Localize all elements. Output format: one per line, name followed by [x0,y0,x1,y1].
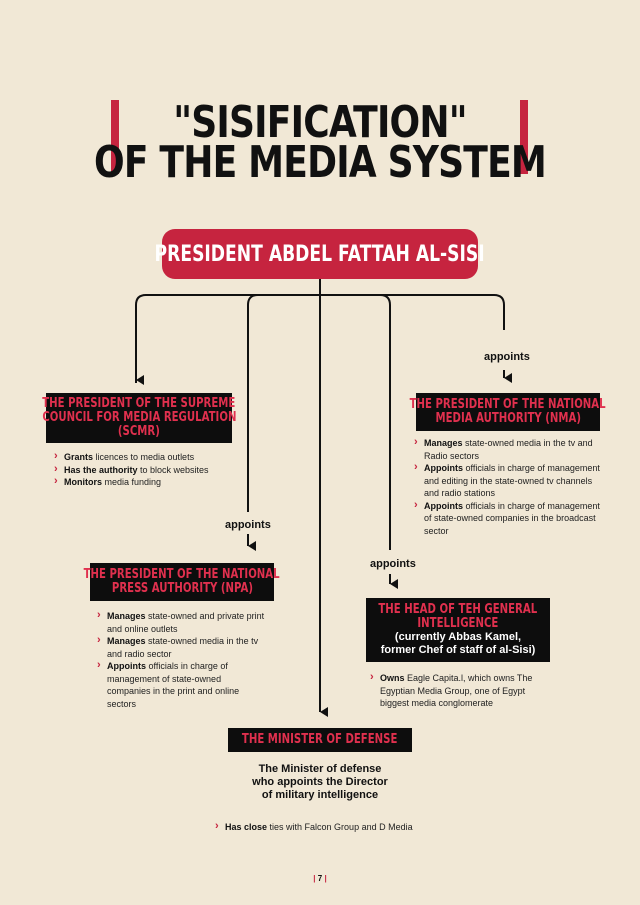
nma-bullets: Manages state-owned media in the tv and … [414,436,606,538]
list-item: Monitors media funding [54,475,254,489]
npa-bullets: Manages state-owned and private print an… [97,609,267,710]
scmr-heading-2: COUNCIL FOR MEDIA REGULATION [41,410,237,425]
list-item: Owns Eagle Capita.l, which owns The Egyp… [370,671,550,710]
defense-description-line-2: who appoints the Director [252,776,388,788]
gis-bullets: Owns Eagle Capita.l, which owns The Egyp… [370,671,550,710]
list-item: Grants licences to media outlets [54,450,254,464]
title-right-bar [520,100,528,174]
list-item: Manages state-owned media in the tv and … [414,436,606,462]
list-item: Manages state-owned and private print an… [97,609,267,635]
list-item: Has the authority to block websites [54,463,254,477]
nma-heading-1: THE PRESIDENT OF THE NATIONAL [410,397,606,412]
defense-description-line-1: The Minister of defense [258,763,382,775]
president-label: PRESIDENT ABDEL FATTAH AL-SISI [154,241,486,267]
gis-subheading-1: (currently Abbas Kamel, [394,631,522,643]
nma-heading-2: MEDIA AUTHORITY (NMA) [435,411,581,426]
gis-box: THE HEAD OF TEH GENERAL INTELLIGENCE (cu… [366,598,550,662]
gis-heading-2: INTELLIGENCE [417,616,499,631]
nma-box: THE PRESIDENT OF THE NATIONAL MEDIA AUTH… [410,393,606,431]
page-title-line-1: "SISIFICATION" [173,97,467,148]
list-item: Manages state-owned media in the tv and … [97,634,267,660]
scmr-bullets: Grants licences to media outlets Has the… [54,450,254,489]
list-item: Appoints officials in charge of manageme… [97,659,267,710]
list-item: Appoints officials in charge of manageme… [414,461,606,500]
list-item: Appoints officials in charge of manageme… [414,499,606,538]
defense-bullets: Has close ties with Falcon Group and D M… [215,820,445,834]
defense-description-line-3: of military intelligence [261,789,379,801]
appoints-label-gis: appoints [370,558,416,570]
defense-box: THE MINISTER OF DEFENSE [228,728,412,752]
title-left-bar [111,100,119,174]
appoints-label-npa: appoints [225,519,271,531]
gis-subheading-2: former Chef of staff of al-Sisi) [380,644,536,656]
defense-description: The Minister of defense who appoints the… [220,763,420,802]
gis-heading-1: THE HEAD OF TEH GENERAL [378,602,538,617]
page-number: | 7 | [313,874,327,883]
president-box: PRESIDENT ABDEL FATTAH AL-SISI [155,229,485,279]
list-item: Has close ties with Falcon Group and D M… [215,820,445,834]
scmr-heading-1: THE PRESIDENT OF THE SUPREME [42,396,236,411]
scmr-heading-3: (SCMR) [118,424,160,439]
scmr-box: THE PRESIDENT OF THE SUPREME COUNCIL FOR… [42,393,236,443]
npa-box: THE PRESIDENT OF THE NATIONAL PRESS AUTH… [84,563,280,601]
page-title-line-2: OF THE MEDIA SYSTEM [94,137,547,188]
npa-heading-1: THE PRESIDENT OF THE NATIONAL [84,567,280,582]
npa-heading-2: PRESS AUTHORITY (NPA) [111,581,253,596]
appoints-label-nma: appoints [484,351,530,363]
defense-heading: THE MINISTER OF DEFENSE [242,732,398,747]
